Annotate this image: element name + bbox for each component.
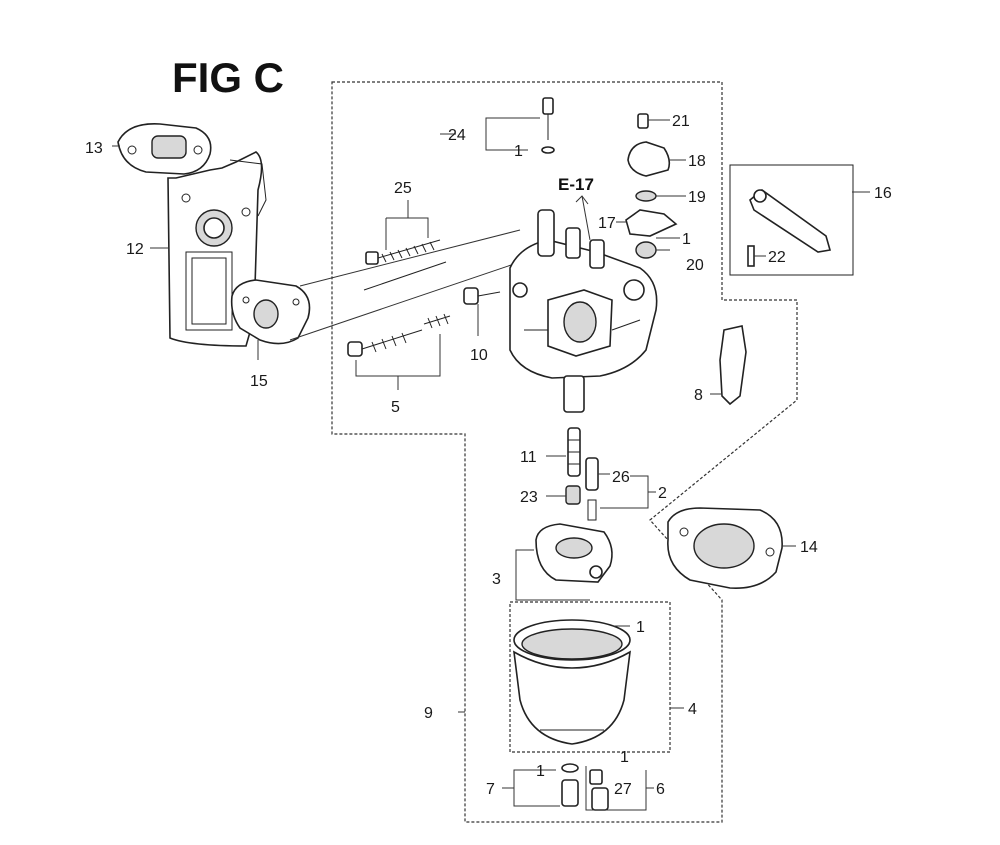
- drain-screw: [463, 287, 501, 305]
- callout-1-drain: 1: [536, 763, 545, 780]
- float-valve: [585, 457, 599, 491]
- callout-6: 6: [656, 781, 665, 798]
- callout-14: 14: [800, 539, 818, 556]
- callout-1-bowl: 1: [636, 619, 645, 636]
- callout-16: 16: [874, 185, 892, 202]
- main-nozzle: [565, 485, 581, 505]
- float-bowl: [513, 619, 631, 745]
- callout-13: 13: [85, 140, 103, 157]
- bowl-bolt: [589, 769, 609, 811]
- callout-9: 9: [424, 705, 433, 722]
- callout-18: 18: [688, 153, 706, 170]
- float-valve-clip: [587, 499, 597, 521]
- callout-3: 3: [492, 571, 501, 588]
- callout-22: 22: [768, 249, 786, 266]
- carburetor-gasket: [230, 279, 311, 345]
- callout-11: 11: [520, 449, 537, 466]
- callout-12: 12: [126, 241, 144, 258]
- top-screw-washer: [541, 97, 555, 154]
- callout-15: 15: [250, 373, 268, 390]
- choke-cover: [627, 141, 671, 177]
- callout-17: 17: [598, 215, 616, 232]
- callout-7: 7: [486, 781, 495, 798]
- drain-bolt: [561, 763, 579, 807]
- callout-5: 5: [391, 399, 400, 416]
- lever-nut: [635, 241, 657, 259]
- callout-1-bolt: 1: [620, 749, 629, 766]
- reference-label: E-17: [558, 175, 594, 194]
- cover-screw: [637, 113, 649, 129]
- float: [535, 523, 613, 583]
- callout-8: 8: [694, 387, 703, 404]
- choke-spring: [635, 190, 657, 202]
- callout-24: 24: [448, 127, 466, 144]
- choke-lever: [625, 209, 678, 237]
- throttle-stop-screw: [347, 313, 451, 357]
- callout-1-lever: 1: [682, 231, 691, 248]
- throttle-lever: [747, 188, 832, 267]
- main-jet: [567, 427, 581, 477]
- figure-title: FIG C: [172, 54, 284, 101]
- callout-21: 21: [672, 113, 690, 130]
- callout-20: 20: [686, 257, 704, 274]
- callout-26: 26: [612, 469, 630, 486]
- callout-27: 27: [614, 781, 632, 798]
- callout-10: 10: [470, 347, 488, 364]
- insulator-gasket: [117, 123, 212, 175]
- pilot-screw-set: [363, 239, 447, 291]
- throttle-lever-group-box: [729, 164, 854, 276]
- callout-4: 4: [688, 701, 697, 718]
- callout-19: 19: [688, 189, 706, 206]
- choke-rod-bracket: [719, 325, 747, 406]
- float-bowl-group-box: [509, 601, 671, 753]
- carburetor-body: [509, 209, 658, 413]
- air-cleaner-gasket: [667, 507, 783, 589]
- callout-23: 23: [520, 489, 538, 506]
- callout-1-top: 1: [514, 143, 523, 160]
- callout-2: 2: [658, 485, 667, 502]
- callout-25: 25: [394, 180, 412, 197]
